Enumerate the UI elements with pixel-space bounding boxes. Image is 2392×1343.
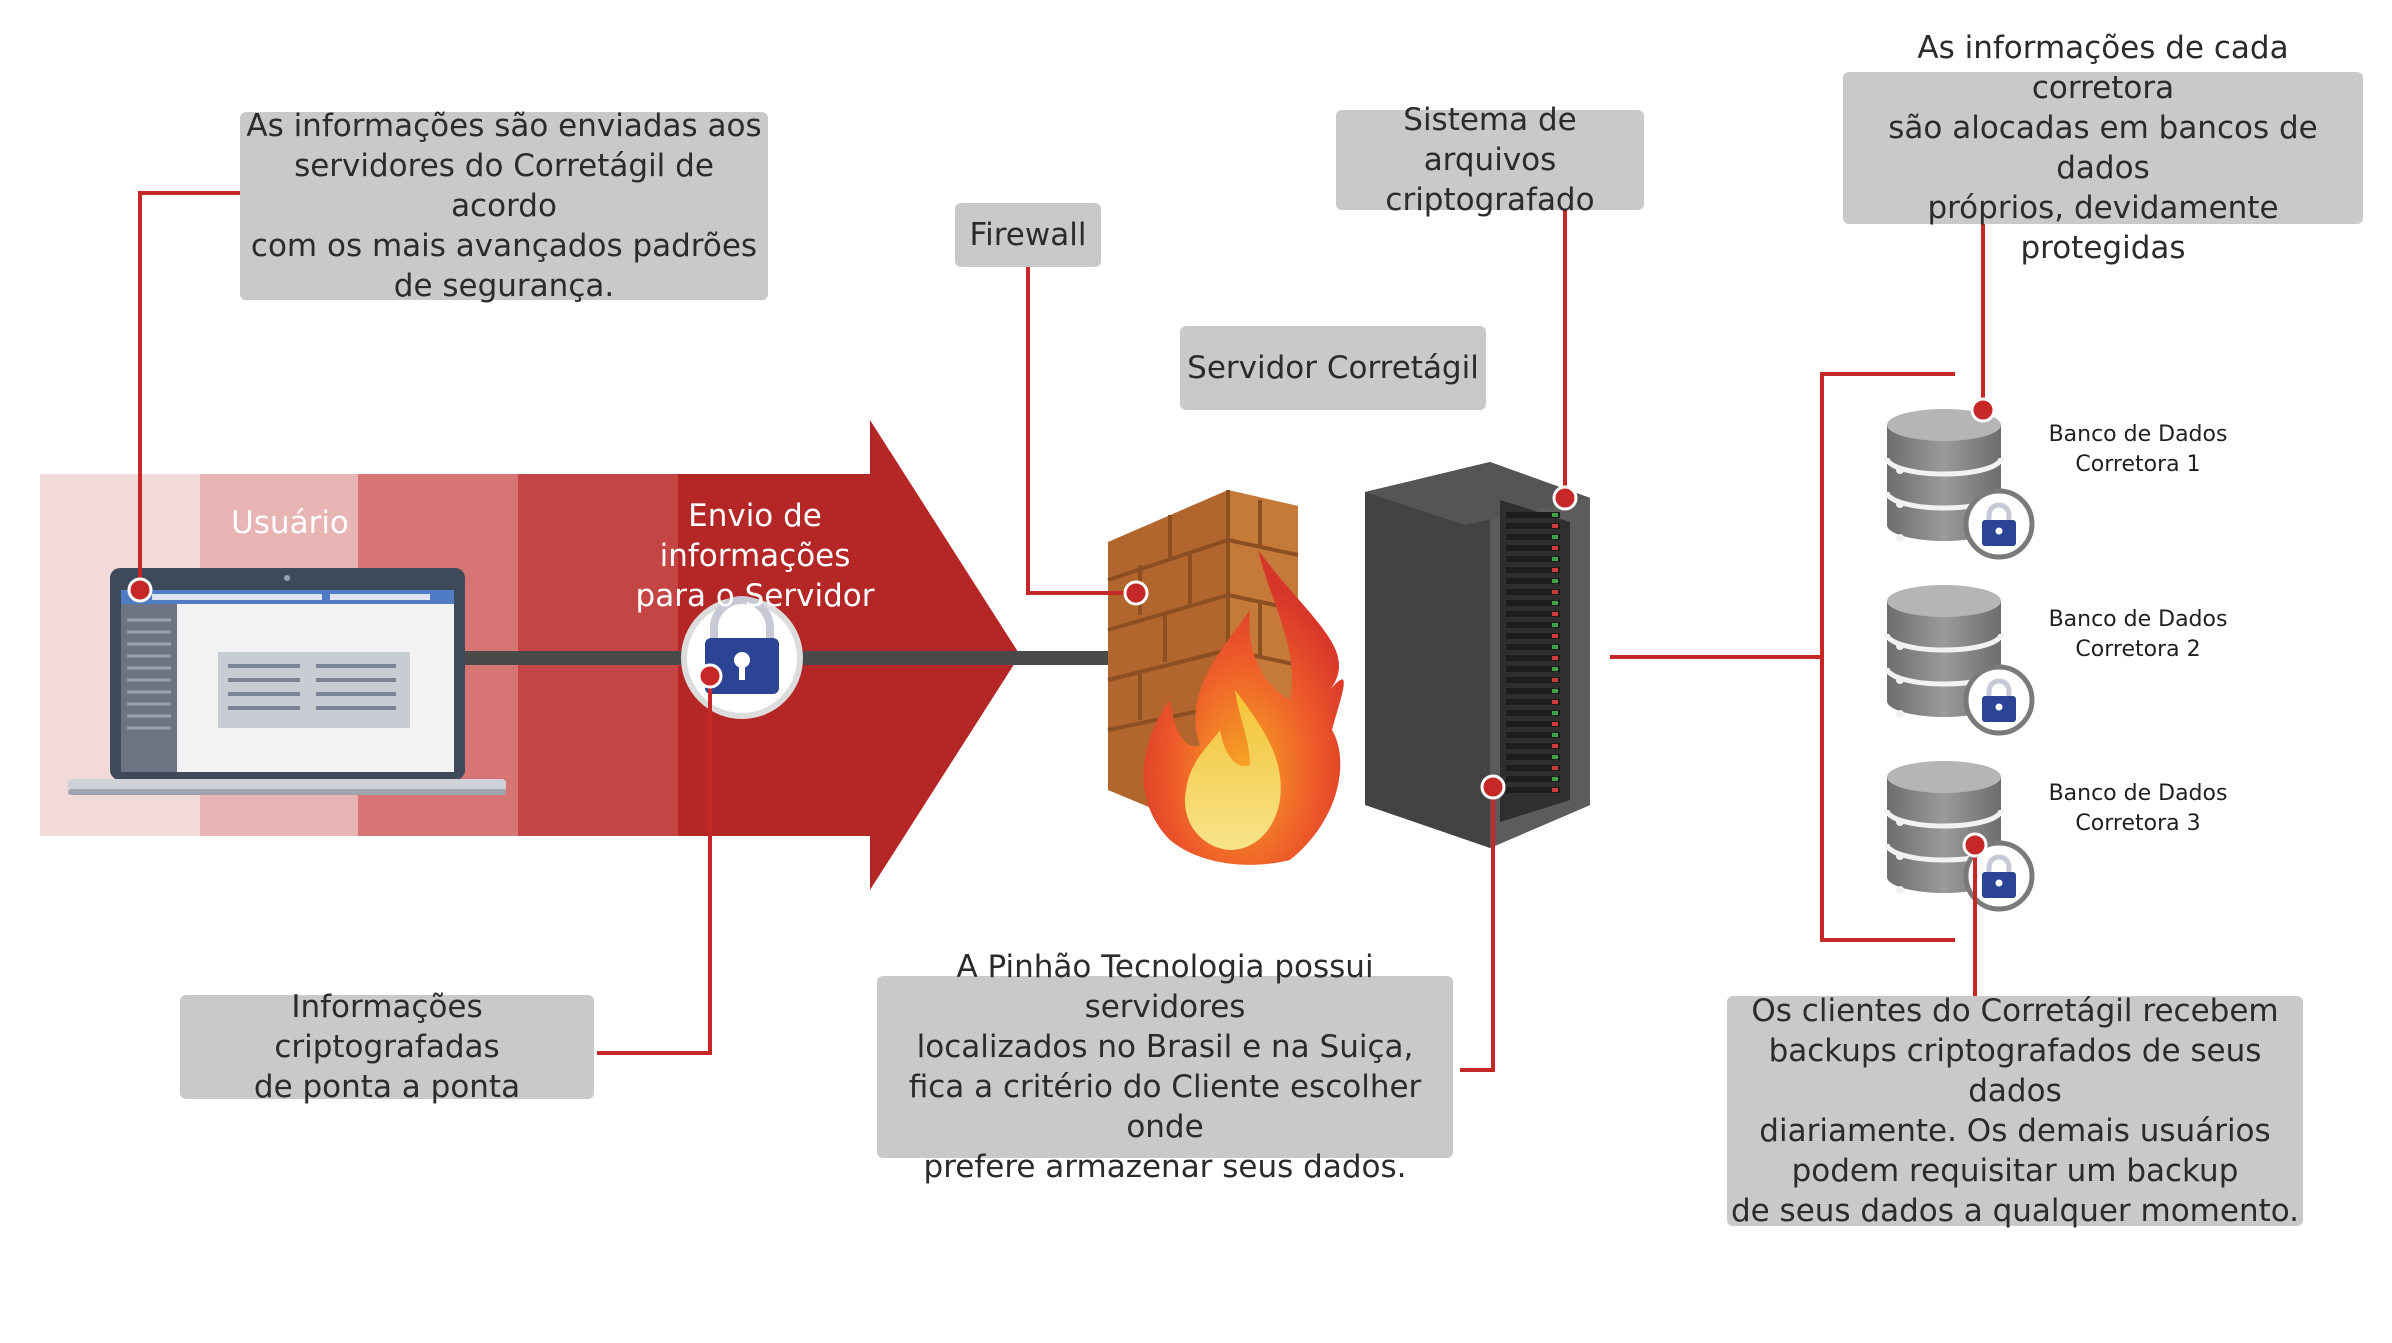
- rack-slot: [1506, 534, 1560, 540]
- callout-send-info-text: As informações são enviadas aos servidor…: [246, 108, 762, 304]
- server-rack-icon: [1365, 462, 1590, 848]
- rack-slot: [1506, 655, 1560, 661]
- rack-led: [1552, 513, 1558, 517]
- dot-backups: [1962, 832, 1988, 858]
- rack-led: [1552, 700, 1558, 704]
- callout-end-to-end: Informações criptografadas de ponta a po…: [180, 989, 594, 1105]
- rack-slot: [1506, 743, 1560, 749]
- rack-slot: [1506, 699, 1560, 705]
- rack-led: [1552, 777, 1558, 781]
- rack-slot: [1506, 677, 1560, 683]
- connector-firewall: [1026, 265, 1136, 595]
- callout-backups-text: Os clientes do Corretágil recebem backup…: [1730, 993, 2300, 1229]
- dot-laptop: [127, 577, 153, 603]
- rack-led: [1552, 524, 1558, 528]
- rack-slot: [1506, 589, 1560, 595]
- callout-send-info: As informações são enviadas aos servidor…: [240, 108, 768, 304]
- rack-led: [1552, 546, 1558, 550]
- rack-slot: [1506, 622, 1560, 628]
- laptop-icon: [68, 568, 506, 795]
- database-label-3: Banco de Dados Corretora 3: [2048, 781, 2228, 836]
- rack-slot: [1506, 776, 1560, 782]
- rack-slot: [1506, 567, 1560, 573]
- rack-slot: [1506, 721, 1560, 727]
- database-label-1: Banco de Dados Corretora 1: [2048, 422, 2228, 477]
- rack-led: [1552, 568, 1558, 572]
- callout-firewall: Firewall: [955, 203, 1101, 267]
- rack-slot: [1506, 787, 1560, 793]
- connector-dots: [127, 397, 1996, 858]
- firewall-icon: [1107, 490, 1344, 865]
- dot-server: [1480, 774, 1506, 800]
- rack-led: [1552, 689, 1558, 693]
- rack-slot: [1506, 633, 1560, 639]
- callout-db-info-text: As informações de cada corretora são alo…: [1888, 30, 2318, 266]
- rack-slot: [1506, 611, 1560, 617]
- callout-servers-location-text: A Pinhão Tecnologia possui servidores lo…: [908, 949, 1422, 1185]
- rack-slot: [1506, 765, 1560, 771]
- rack-led: [1552, 656, 1558, 660]
- rack-led: [1552, 557, 1558, 561]
- connector-lines: [138, 191, 1985, 1072]
- rack-slot: [1506, 688, 1560, 694]
- rack-slot: [1506, 732, 1560, 738]
- rack-slot: [1506, 666, 1560, 672]
- callout-backups: Os clientes do Corretágil recebem backup…: [1727, 993, 2303, 1229]
- rack-slot: [1506, 512, 1560, 518]
- callout-servers-location: A Pinhão Tecnologia possui servidores lo…: [877, 949, 1453, 1185]
- callout-server-text: Servidor Corretágil: [1187, 350, 1479, 386]
- rack-led: [1552, 788, 1558, 792]
- connector-send-info: [138, 191, 240, 590]
- rack-slot: [1506, 600, 1560, 606]
- rack-led: [1552, 766, 1558, 770]
- rack-slot: [1506, 710, 1560, 716]
- rack-led: [1552, 711, 1558, 715]
- rack-slot: [1506, 523, 1560, 529]
- rack-led: [1552, 634, 1558, 638]
- send-label: Envio de informações para o Servidor: [635, 498, 875, 614]
- dot-firewall: [1123, 580, 1149, 606]
- callout-end-to-end-text: Informações criptografadas de ponta a po…: [253, 989, 521, 1105]
- rack-slot: [1506, 556, 1560, 562]
- callout-encrypted-fs: Sistema de arquivos criptografado: [1336, 102, 1644, 218]
- rack-led: [1552, 678, 1558, 682]
- rack-led: [1552, 623, 1558, 627]
- rack-led: [1552, 722, 1558, 726]
- rack-led: [1552, 755, 1558, 759]
- rack-led: [1552, 590, 1558, 594]
- connector-end-to-end: [597, 676, 712, 1055]
- database-label-2: Banco de Dados Corretora 2: [2048, 607, 2228, 662]
- rack-led: [1552, 744, 1558, 748]
- connector-servers-location: [1460, 787, 1495, 1072]
- database-icon: [1884, 585, 2035, 736]
- callout-encrypted-fs-text: Sistema de arquivos criptografado: [1385, 102, 1595, 218]
- rack-slot: [1506, 578, 1560, 584]
- database-icon: [1884, 761, 2035, 912]
- rack-slot: [1506, 754, 1560, 760]
- rack-led: [1552, 535, 1558, 539]
- rack-led: [1552, 667, 1558, 671]
- rack-slot: [1506, 644, 1560, 650]
- rack-led: [1552, 579, 1558, 583]
- dot-db-info: [1970, 397, 1996, 423]
- rack-slot: [1506, 545, 1560, 551]
- rack-led: [1552, 645, 1558, 649]
- rack-led: [1552, 733, 1558, 737]
- rack-led: [1552, 601, 1558, 605]
- flame-inner: [1184, 690, 1281, 850]
- callout-firewall-text: Firewall: [969, 217, 1087, 253]
- dot-lock: [697, 663, 723, 689]
- database-group: [1884, 409, 2035, 912]
- callout-db-info: As informações de cada corretora são alo…: [1843, 30, 2363, 266]
- padlock-icon: [681, 596, 803, 719]
- user-label: Usuário: [231, 505, 349, 541]
- dot-encrypted-fs: [1552, 485, 1578, 511]
- callout-server: Servidor Corretágil: [1180, 326, 1486, 410]
- rack-led: [1552, 612, 1558, 616]
- database-icon: [1884, 409, 2035, 560]
